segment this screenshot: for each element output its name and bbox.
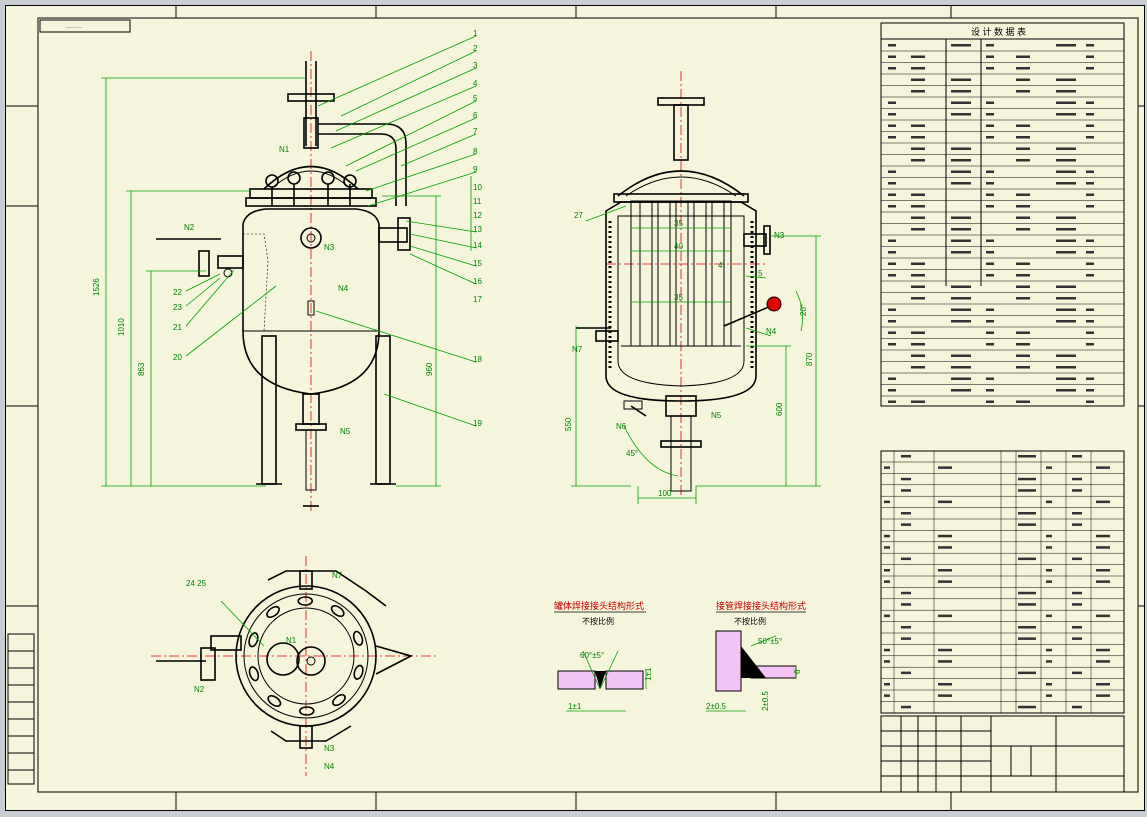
dim-overall: 1526	[92, 278, 101, 296]
weld2-subtitle: 不按比例	[734, 616, 766, 626]
plan-n4: N4	[324, 762, 335, 771]
weld2-t: 6	[793, 669, 802, 674]
leader-label-22: 22	[173, 288, 182, 297]
weld1-title: 罐体焊接接头结构形式	[554, 600, 644, 611]
dim-angle: 45°	[626, 449, 638, 458]
section-n7: N7	[572, 345, 583, 354]
dim-w1: 100	[658, 489, 672, 498]
weld1-angle: 60°±5°	[580, 651, 604, 660]
title-block	[880, 715, 1125, 793]
plan-n3: N3	[324, 744, 335, 753]
drawing-frame	[37, 17, 1139, 793]
leader-label-6: 6	[473, 111, 478, 120]
plan-n1: N1	[286, 636, 297, 645]
dim-a2: 40	[674, 242, 683, 251]
plan-view: 24 25 N7 N1 N2 N3 N4	[151, 556, 436, 776]
weld1-gap: 1±1	[568, 702, 582, 711]
leader-label-13: 13	[473, 225, 482, 234]
corner-tag: ········	[66, 25, 82, 31]
nozzle-n1: N1	[279, 145, 290, 154]
dim-a1: 35	[674, 219, 683, 228]
dim-d3: 960	[425, 362, 434, 376]
nozzle-n5: N5	[340, 427, 351, 436]
nozzle-n2: N2	[184, 223, 195, 232]
dim-d1: 1010	[117, 318, 126, 336]
dim-h3: 600	[775, 402, 784, 416]
dim-r5: 5	[758, 269, 763, 278]
leader-label-17: 17	[473, 295, 482, 304]
dim-a3: 35	[674, 293, 683, 302]
section-n4: N4	[766, 327, 777, 336]
section-n3: N3	[774, 231, 785, 240]
section-n5: N5	[711, 411, 722, 420]
leader-label-2: 2	[473, 44, 478, 53]
corner-tag-box	[39, 19, 131, 33]
weld2-angle: 50°±5°	[758, 637, 782, 646]
dim-h2: 870	[805, 352, 814, 366]
revision-strip	[7, 633, 35, 785]
weld1-side: 1±1	[644, 667, 653, 681]
leader-label-23: 23	[173, 303, 182, 312]
leader-label-9: 9	[473, 165, 478, 174]
section-view: 550 870 600 100 45° 20° 35 40 35 4 5 27 …	[564, 71, 821, 504]
drawing-canvas: ········ 设 计 数 据 表	[6, 6, 1144, 810]
leader-label-10: 10	[473, 183, 482, 192]
section-n6: N6	[616, 422, 627, 431]
leader-label-12: 12	[473, 211, 482, 220]
leader-label-8: 8	[473, 147, 478, 156]
dim-r4: 4	[718, 261, 723, 270]
leader-label-4: 4	[473, 79, 478, 88]
dim-h1: 550	[564, 417, 573, 431]
plan-dim-top: 24 25	[186, 579, 207, 588]
dim-tilt: 20°	[799, 304, 808, 316]
leader-label-5: 5	[473, 94, 478, 103]
weld2-side: 2±0.5	[761, 690, 770, 711]
weld2-title: 接管焊接接头结构形式	[716, 600, 806, 611]
leader-label-14: 14	[473, 241, 482, 250]
leader-label-11: 11	[473, 197, 482, 206]
design-data-table: 设 计 数 据 表	[880, 22, 1125, 407]
design-table-title: 设 计 数 据 表	[971, 26, 1026, 37]
leader-label-20: 20	[173, 353, 182, 362]
leader-label-7: 7	[473, 127, 478, 136]
weld2-gap: 2±0.5	[706, 702, 727, 711]
leader-27: 27	[574, 211, 583, 220]
leader-label-1: 1	[473, 29, 478, 38]
leader-label-19: 19	[473, 419, 482, 428]
leader-label-21: 21	[173, 323, 182, 332]
nozzle-n3: N3	[324, 243, 335, 252]
leader-label-3: 3	[473, 61, 478, 70]
weld1-subtitle: 不按比例	[582, 616, 614, 626]
leader-label-16: 16	[473, 277, 482, 286]
plan-n2: N2	[194, 685, 205, 694]
plan-n7: N7	[332, 571, 343, 580]
drawing-sheet: ········ 设 计 数 据 表	[5, 5, 1145, 811]
leader-label-15: 15	[473, 259, 482, 268]
parts-list	[880, 450, 1125, 714]
weld-detail-2: 接管焊接接头结构形式 不按比例 50°±5° 6 2±0.5 2±0.5	[706, 600, 806, 712]
leader-label-18: 18	[473, 355, 482, 364]
weld-detail-1: 罐体焊接接头结构形式 不按比例 60°±5° 1±1 1±1	[554, 600, 653, 712]
zone-ticks	[6, 6, 1144, 810]
nozzle-n4: N4	[338, 284, 349, 293]
dim-d2: 863	[137, 362, 146, 376]
